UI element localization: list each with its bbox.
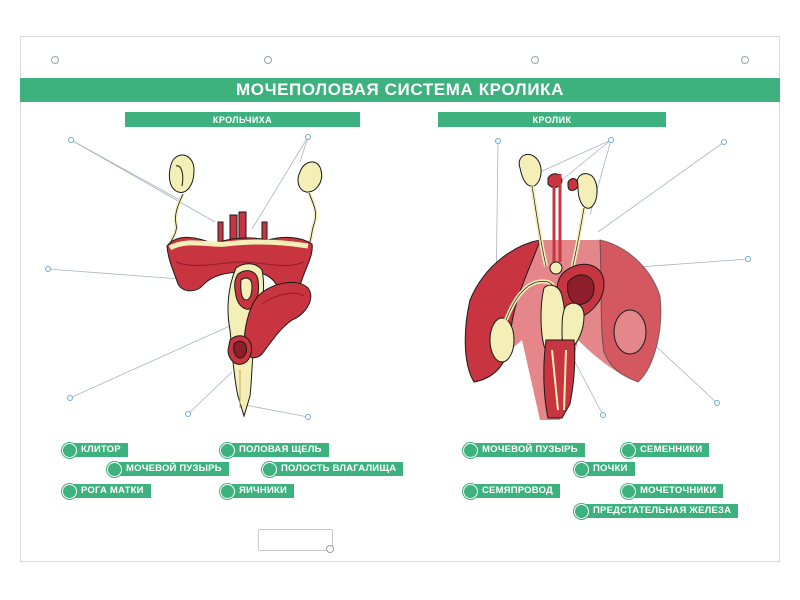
hole-icon <box>326 545 334 553</box>
penis <box>543 339 576 419</box>
male-organs <box>464 153 662 420</box>
label-kidneys[interactable]: ПОЧКИ <box>574 461 635 477</box>
label-marker-icon <box>62 483 77 499</box>
label-bladder-female[interactable]: МОЧЕВОЙ ПУЗЫРЬ <box>107 461 229 477</box>
label-marker-icon <box>463 442 478 458</box>
testis-right <box>613 309 647 355</box>
hole-icon <box>264 56 272 64</box>
label-marker-icon <box>574 461 589 477</box>
label-marker-icon <box>621 442 636 458</box>
label-ureters[interactable]: МОЧЕТОЧНИКИ <box>621 483 724 499</box>
label-marker-icon <box>220 442 235 458</box>
label-vaginal-cavity[interactable]: ПОЛОСТЬ ВЛАГАЛИЩА <box>262 461 404 477</box>
male-header: КРОЛИК <box>438 112 666 127</box>
oviduct-right <box>306 192 318 247</box>
female-leader-lines <box>47 136 309 418</box>
kidney-left <box>518 153 542 187</box>
label-ovaries[interactable]: ЯИЧНИКИ <box>220 483 295 499</box>
label-prostate[interactable]: ПРЕДСТАТЕЛЬНАЯ ЖЕЛЕЗА <box>574 503 739 519</box>
label-uterine-horns[interactable]: РОГА МАТКИ <box>62 483 151 499</box>
female-organs <box>166 154 323 418</box>
female-header: КРОЛЬЧИХА <box>125 112 360 127</box>
label-genital-slit[interactable]: ПОЛОВАЯ ЩЕЛЬ <box>220 442 329 458</box>
testis-left <box>489 317 515 363</box>
label-bladder-male[interactable]: МОЧЕВОЙ ПУЗЫРЬ <box>463 442 585 458</box>
hole-icon <box>741 56 749 64</box>
ovary-right <box>297 161 323 193</box>
aorta <box>552 174 562 262</box>
label-marker-icon <box>62 442 77 458</box>
label-testes[interactable]: СЕМЕННИКИ <box>621 442 710 458</box>
male-leader-dots <box>495 137 751 418</box>
kidney-right <box>576 173 598 209</box>
label-marker-icon <box>220 483 235 499</box>
label-klitor[interactable]: КЛИТОР <box>62 442 128 458</box>
vessel-joint <box>549 261 563 275</box>
label-marker-icon <box>107 461 122 477</box>
ovary-left <box>168 154 195 193</box>
female-leader-dots <box>45 134 311 420</box>
label-marker-icon <box>463 483 478 499</box>
label-marker-icon <box>621 483 636 499</box>
label-marker-icon <box>262 461 277 477</box>
page-title: МОЧЕПОЛОВАЯ СИСТЕМА КРОЛИКА <box>20 78 780 102</box>
label-slot <box>258 529 333 551</box>
hole-icon <box>51 56 59 64</box>
label-vas-deferens[interactable]: СЕМЯПРОВОД <box>463 483 561 499</box>
hole-icon <box>531 56 539 64</box>
oviduct-left <box>168 193 185 245</box>
label-marker-icon <box>574 503 589 519</box>
